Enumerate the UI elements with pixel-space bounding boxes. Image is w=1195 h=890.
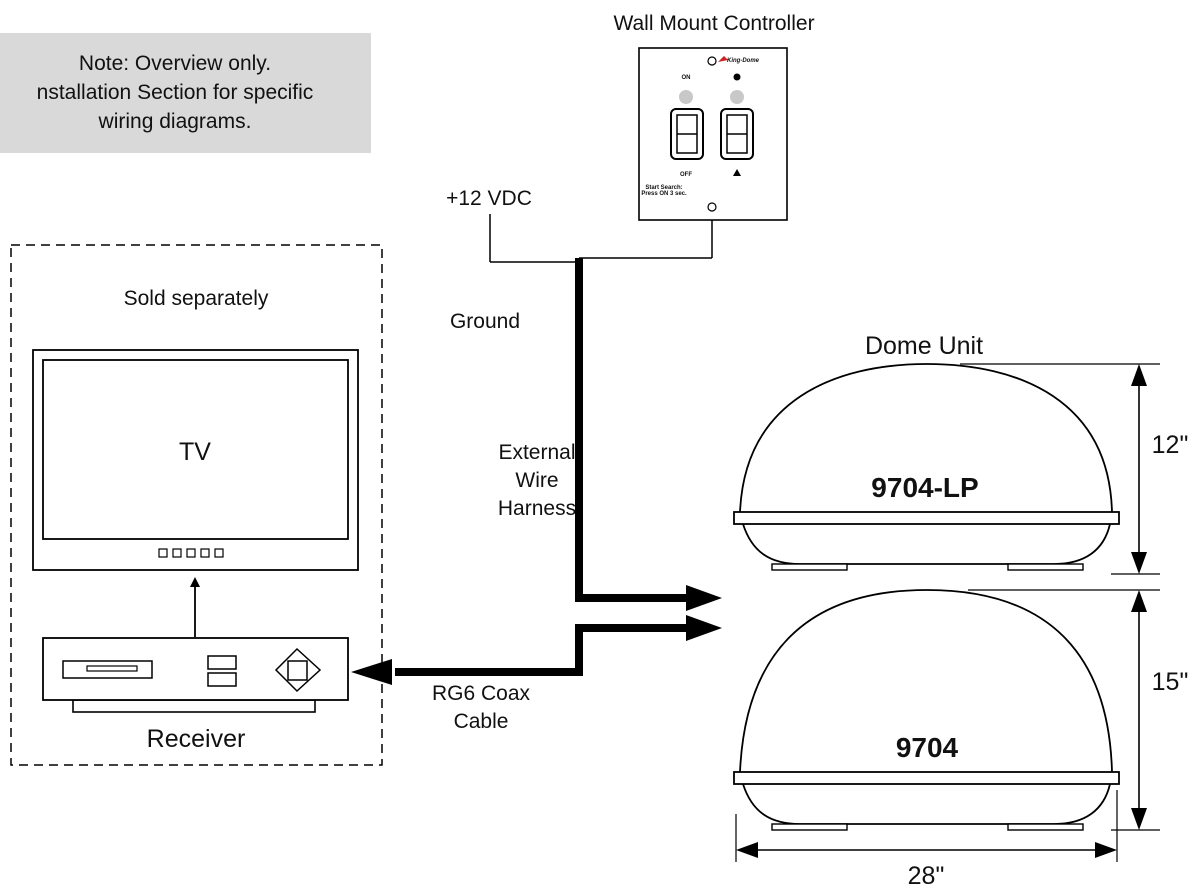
dome-9704-lp: 9704-LP bbox=[733, 363, 1120, 571]
dim-arrow-left-icon bbox=[736, 842, 758, 858]
receiver-button-top bbox=[207, 655, 237, 670]
overview-note: Note: Overview only. nstallation Section… bbox=[0, 33, 371, 153]
sold-separately-border bbox=[10, 244, 383, 766]
switch-off-label: OFF bbox=[680, 172, 692, 178]
receiver-label: Receiver bbox=[147, 725, 246, 753]
height-dimension-lp: 12" bbox=[960, 363, 1189, 575]
height-dimension-std: 15" bbox=[968, 589, 1189, 831]
coax-arrowhead-left-icon bbox=[351, 659, 392, 685]
wire-harness: External Wire Harness bbox=[498, 258, 722, 611]
harness-label-line-2: Wire bbox=[515, 469, 558, 492]
dome-lp-shell bbox=[739, 363, 1113, 513]
disc-slot-inner bbox=[86, 665, 138, 672]
directional-pad-icon bbox=[274, 647, 322, 693]
note-line-2: nstallation Section for specific bbox=[37, 81, 314, 104]
dome-lp-foot-right bbox=[1007, 563, 1084, 571]
status-led-icon bbox=[730, 90, 744, 104]
dome-lp-flange bbox=[733, 511, 1120, 525]
dome-std-shell bbox=[739, 589, 1113, 773]
brand-text: King-Dome bbox=[727, 58, 760, 64]
dome-lp-model: 9704-LP bbox=[871, 472, 978, 503]
tv-screen bbox=[42, 359, 349, 540]
controller-title: Wall Mount Controller bbox=[613, 12, 814, 35]
harness-arrowhead-icon bbox=[686, 585, 722, 611]
search-rocker-switch[interactable] bbox=[720, 108, 754, 160]
dim-arrow-up-icon bbox=[1131, 364, 1147, 386]
height-lp-label: 12" bbox=[1152, 431, 1189, 459]
search-instruction-line-1: Start Search: bbox=[645, 185, 682, 191]
harness-cable bbox=[575, 258, 690, 602]
controller-faceplate bbox=[638, 47, 788, 221]
power-led-icon bbox=[679, 90, 693, 104]
note-line-1: Note: Overview only. bbox=[79, 52, 271, 75]
harness-label-line-1: External bbox=[498, 441, 575, 464]
controller-top-screw-icon bbox=[707, 56, 717, 66]
dome-unit-title: Dome Unit bbox=[865, 332, 983, 360]
dome-std-model: 9704 bbox=[896, 732, 959, 763]
triangle-up-icon bbox=[733, 169, 741, 176]
receiver-button-bottom bbox=[207, 672, 237, 687]
king-dome-logo: King-Dome bbox=[718, 56, 760, 64]
receiver-illustration: Receiver bbox=[42, 637, 349, 753]
dome-lp-base bbox=[742, 523, 1111, 565]
note-background bbox=[0, 33, 371, 153]
controller-bottom-screw-icon bbox=[707, 202, 717, 212]
power-rocker-switch[interactable] bbox=[670, 108, 704, 160]
harness-label-line-3: Harness bbox=[498, 497, 576, 520]
power-wiring: +12 VDC Ground bbox=[446, 187, 713, 333]
width-dimension: 28" bbox=[735, 790, 1118, 890]
coax-line bbox=[395, 624, 690, 676]
dome-std-foot-left bbox=[771, 823, 848, 831]
dome-std-base bbox=[742, 783, 1111, 825]
sold-separately-group: Sold separately TV bbox=[10, 244, 383, 766]
switch-on-label: ON bbox=[682, 75, 691, 81]
dome-lp-foot-left bbox=[771, 563, 848, 571]
tv-label: TV bbox=[179, 438, 211, 466]
ground-label: Ground bbox=[450, 310, 520, 333]
coax-label-line-2: Cable bbox=[454, 710, 509, 733]
tv-illustration: TV bbox=[32, 349, 359, 571]
width-label: 28" bbox=[908, 862, 945, 890]
supply-label: +12 VDC bbox=[446, 187, 532, 210]
search-instruction-line-2: Press ON 3 sec. bbox=[641, 191, 687, 197]
dome-std-flange bbox=[733, 771, 1120, 785]
dim-arrow-down-icon bbox=[1131, 808, 1147, 830]
height-std-label: 15" bbox=[1152, 668, 1189, 696]
dome-std-foot-right bbox=[1007, 823, 1084, 831]
coax-label-line-1: RG6 Coax bbox=[432, 682, 531, 705]
dim-arrow-up-icon bbox=[1131, 590, 1147, 612]
receiver-base bbox=[72, 699, 316, 713]
coax-cable: RG6 Coax Cable bbox=[351, 615, 722, 733]
wall-mount-controller: Wall Mount Controller King-Dome ON OFF S… bbox=[613, 12, 815, 221]
sold-separately-label: Sold separately bbox=[124, 287, 269, 310]
dome-9704: 9704 bbox=[733, 589, 1120, 831]
dot-icon bbox=[733, 73, 741, 81]
tv-buttons bbox=[158, 548, 224, 558]
coax-arrowhead-right-icon bbox=[686, 615, 722, 641]
dim-arrow-down-icon bbox=[1131, 552, 1147, 574]
dome-unit-group: Dome Unit 9704-LP 9704 12" bbox=[733, 332, 1189, 890]
dim-arrow-right-icon bbox=[1095, 842, 1117, 858]
note-line-3: wiring diagrams. bbox=[98, 110, 252, 133]
